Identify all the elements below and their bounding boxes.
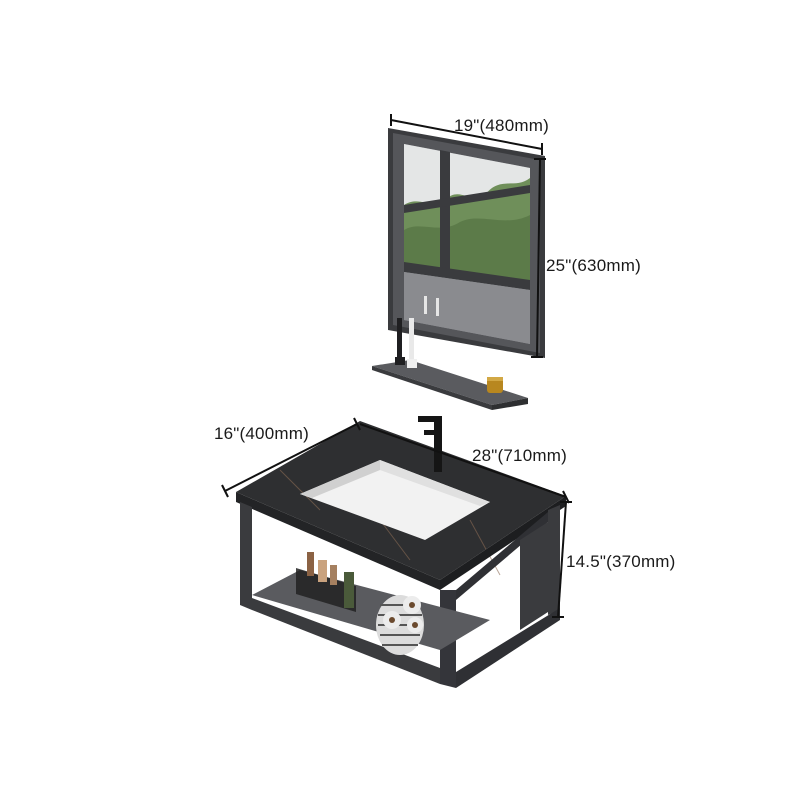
vanity <box>236 416 566 688</box>
vanity-height-label: 14.5"(370mm) <box>566 552 676 571</box>
vanity-dimension-lines <box>221 417 572 618</box>
mirror-dimension-lines <box>390 114 546 358</box>
shelf <box>372 318 528 410</box>
vanity-width-label: 28"(710mm) <box>472 446 567 465</box>
mirror-height-label: 25"(630mm) <box>546 256 641 275</box>
vanity-depth-label: 16"(400mm) <box>214 424 309 443</box>
mirror-width-label: 19"(480mm) <box>454 116 549 135</box>
mirror <box>388 128 545 358</box>
